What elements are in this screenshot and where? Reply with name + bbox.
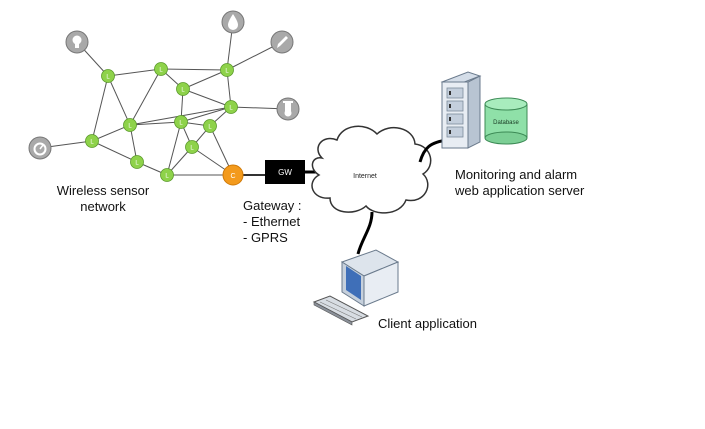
mesh-node [224, 100, 238, 114]
mesh-node [123, 118, 137, 132]
sensor-speedometer [28, 136, 52, 160]
thermometer-icon [285, 101, 291, 112]
client-computer [312, 249, 400, 326]
database-icon: Database [484, 97, 528, 145]
gateway-option-gprs: - GPRS [243, 230, 288, 245]
server-label-line2: web application server [455, 183, 585, 198]
pen-icon [277, 36, 288, 48]
mesh-node [176, 82, 190, 96]
mesh-node-glyph: L [181, 88, 185, 94]
mesh-node-glyph: L [135, 161, 139, 167]
sensor-water-drop [221, 10, 245, 34]
wsn-label-line2: network [80, 199, 126, 214]
gw-box-label: GW [278, 168, 292, 177]
mesh-node-glyph: L [128, 124, 132, 130]
server-label-line1: Monitoring and alarm [455, 167, 578, 182]
lightbulb-icon [72, 35, 82, 45]
keyboard-icon [312, 295, 370, 326]
internet-cloud: Internet [311, 125, 432, 214]
speedometer-icon [33, 142, 47, 156]
sensor-pen [270, 30, 294, 54]
gateway-node: C [222, 164, 265, 186]
mesh-node [160, 168, 174, 182]
internet-label: Internet [353, 173, 377, 180]
gateway-node-glyph: C [230, 173, 235, 180]
mesh-node-glyph: L [159, 68, 163, 74]
mesh-node-glyph: L [229, 106, 233, 112]
mesh-node [154, 62, 168, 76]
mesh-node [85, 134, 99, 148]
mesh-node [130, 155, 144, 169]
server-rack-icon [440, 71, 482, 149]
server-rack: Database [440, 71, 528, 149]
mesh-node [101, 69, 115, 83]
wsn-label-line1: Wireless sensor [56, 183, 150, 198]
mesh-node [185, 140, 199, 154]
mesh-node-glyph: L [179, 121, 183, 127]
sensor-thermometer [276, 97, 300, 121]
mesh-node [174, 115, 188, 129]
mesh-node-glyph: L [190, 146, 194, 152]
mesh-node-glyph: L [165, 174, 169, 180]
client-label: Client application [378, 316, 478, 331]
mesh-node-glyph: L [106, 75, 110, 81]
mesh-node [220, 63, 234, 77]
mesh-node [203, 119, 217, 133]
gateway-label: Gateway : [243, 198, 302, 213]
mesh-node-glyph: L [208, 125, 212, 131]
computer-monitor-icon [340, 249, 400, 307]
mesh-node-glyph: L [225, 69, 229, 75]
gw-box: GW [265, 160, 305, 184]
database-label: Database [493, 120, 519, 126]
sensor-lightbulb [65, 30, 89, 54]
mesh-node-glyph: L [90, 140, 94, 146]
mesh-nodes: L L L L L L L L L L L L [85, 62, 238, 182]
water-drop-icon [228, 14, 238, 30]
gateway-option-ethernet: - Ethernet [243, 214, 301, 229]
